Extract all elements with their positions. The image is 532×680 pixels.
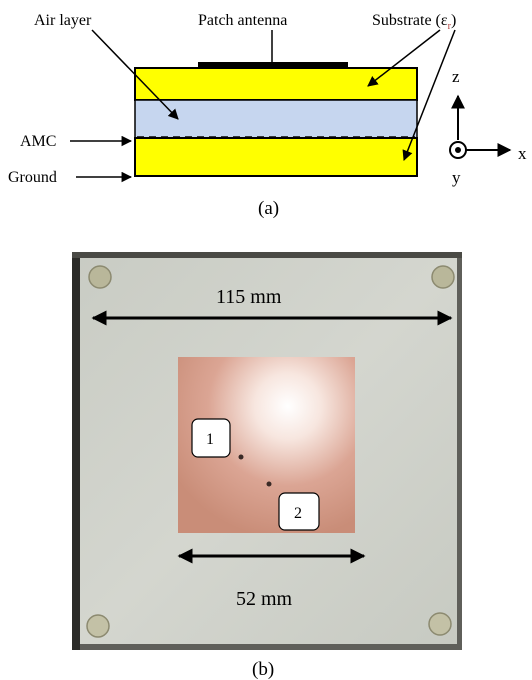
axis-label-z: z	[452, 67, 460, 86]
caption-b: (b)	[252, 659, 274, 680]
label-ground: Ground	[8, 169, 57, 186]
bottom-substrate	[134, 137, 418, 177]
port-1-label: 1	[206, 431, 214, 448]
caption-a: (a)	[258, 198, 279, 219]
label-substrate: Substrate (εr)	[372, 12, 456, 32]
board-shadow-top	[72, 252, 462, 258]
label-amc: AMC	[20, 133, 56, 150]
port-2-label: 2	[294, 505, 302, 522]
port-2-box	[278, 492, 320, 531]
top-substrate	[134, 67, 418, 101]
epsilon-symbol: ε	[441, 12, 448, 29]
standoff-bottom-left	[86, 614, 110, 638]
substrate-arrow-top	[367, 29, 441, 87]
substrate-arrow-bottom	[402, 29, 456, 161]
label-air-layer: Air layer	[34, 12, 92, 29]
standoff-top-left	[88, 265, 112, 289]
feed-point-1	[238, 454, 244, 460]
air-layer	[134, 99, 418, 139]
patch-antenna	[198, 62, 348, 68]
air-layer-arrow	[91, 29, 179, 120]
dimension-label-115mm: 115 mm	[216, 286, 282, 308]
panel-b: 1 2 115 mm 52 mm (b)	[72, 252, 462, 680]
label-patch-antenna: Patch antenna	[198, 12, 287, 29]
dimension-label-52mm: 52 mm	[236, 588, 293, 610]
standoff-top-right	[431, 265, 455, 289]
axis-label-x: x	[518, 144, 527, 163]
y-axis-dot	[455, 147, 461, 153]
board-shadow-left	[72, 252, 80, 650]
axis-label-y: y	[452, 168, 461, 187]
feed-point-2	[266, 481, 272, 487]
panel-a: Air layer Patch antenna Substrate (εr) A…	[8, 12, 527, 219]
port-1-box	[191, 418, 231, 458]
standoff-bottom-right	[428, 612, 452, 636]
